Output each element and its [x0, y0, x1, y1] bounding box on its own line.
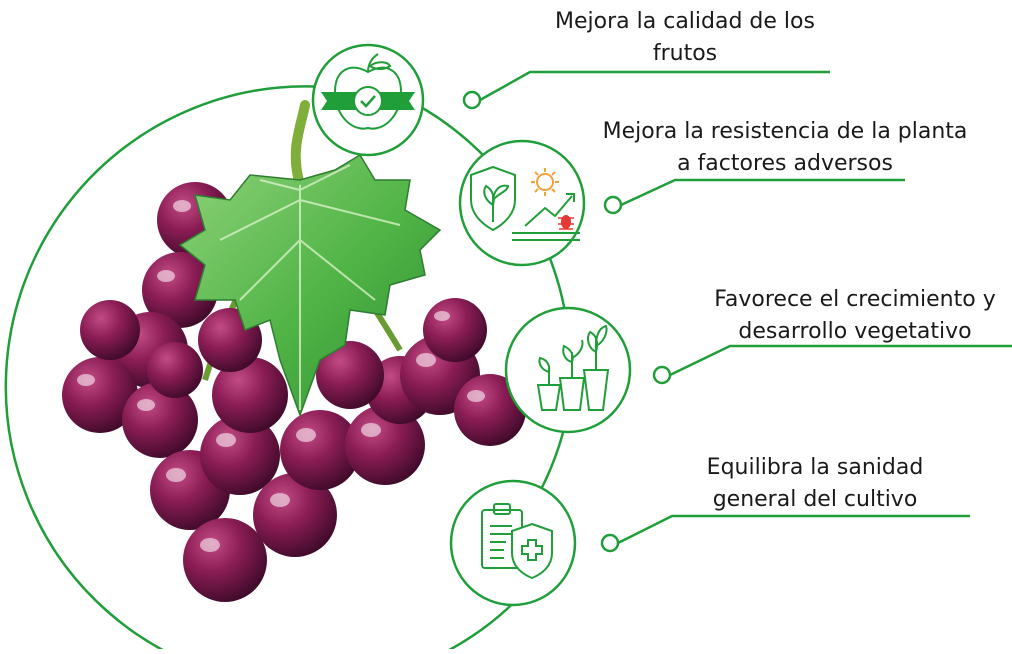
plant-shield-icon	[470, 165, 580, 241]
connector-2	[603, 178, 905, 215]
icon-circle-2	[458, 139, 586, 267]
benefit-3-line-1: Favorece el crecimiento y	[714, 287, 996, 312]
sun-icon	[531, 168, 559, 196]
large-circle-arc	[4, 85, 529, 654]
icon-circle-3	[504, 306, 632, 434]
benefit-1-line-1: Mejora la calidad de los	[555, 9, 815, 34]
seedling-pots-icon	[536, 324, 610, 411]
grape-cluster-illustration	[62, 100, 526, 602]
connector-4	[600, 514, 970, 553]
apple-check-icon	[321, 53, 415, 130]
bug-icon	[558, 215, 574, 230]
benefit-label-3: Favorece el crecimiento y desarrollo veg…	[690, 284, 1012, 348]
connector-3	[652, 344, 1012, 385]
benefit-2-line-1: Mejora la resistencia de la planta	[602, 119, 968, 144]
benefit-label-4: Equilibra la sanidad general del cultivo	[680, 452, 950, 516]
connector-1	[462, 70, 830, 110]
clipboard-health-icon	[481, 503, 553, 580]
icon-circle-4	[449, 479, 577, 607]
benefit-4-line-2: general del cultivo	[712, 487, 918, 512]
benefit-1-line-2: frutos	[652, 41, 718, 66]
benefit-2-line-2: a factores adversos	[677, 151, 893, 176]
benefit-label-1: Mejora la calidad de los frutos	[520, 6, 850, 70]
benefit-4-line-1: Equilibra la sanidad	[706, 455, 924, 480]
icon-circle-1	[311, 43, 425, 157]
benefit-3-line-2: desarrollo vegetativo	[738, 319, 972, 344]
benefit-label-2: Mejora la resistencia de la planta a fac…	[590, 116, 980, 180]
